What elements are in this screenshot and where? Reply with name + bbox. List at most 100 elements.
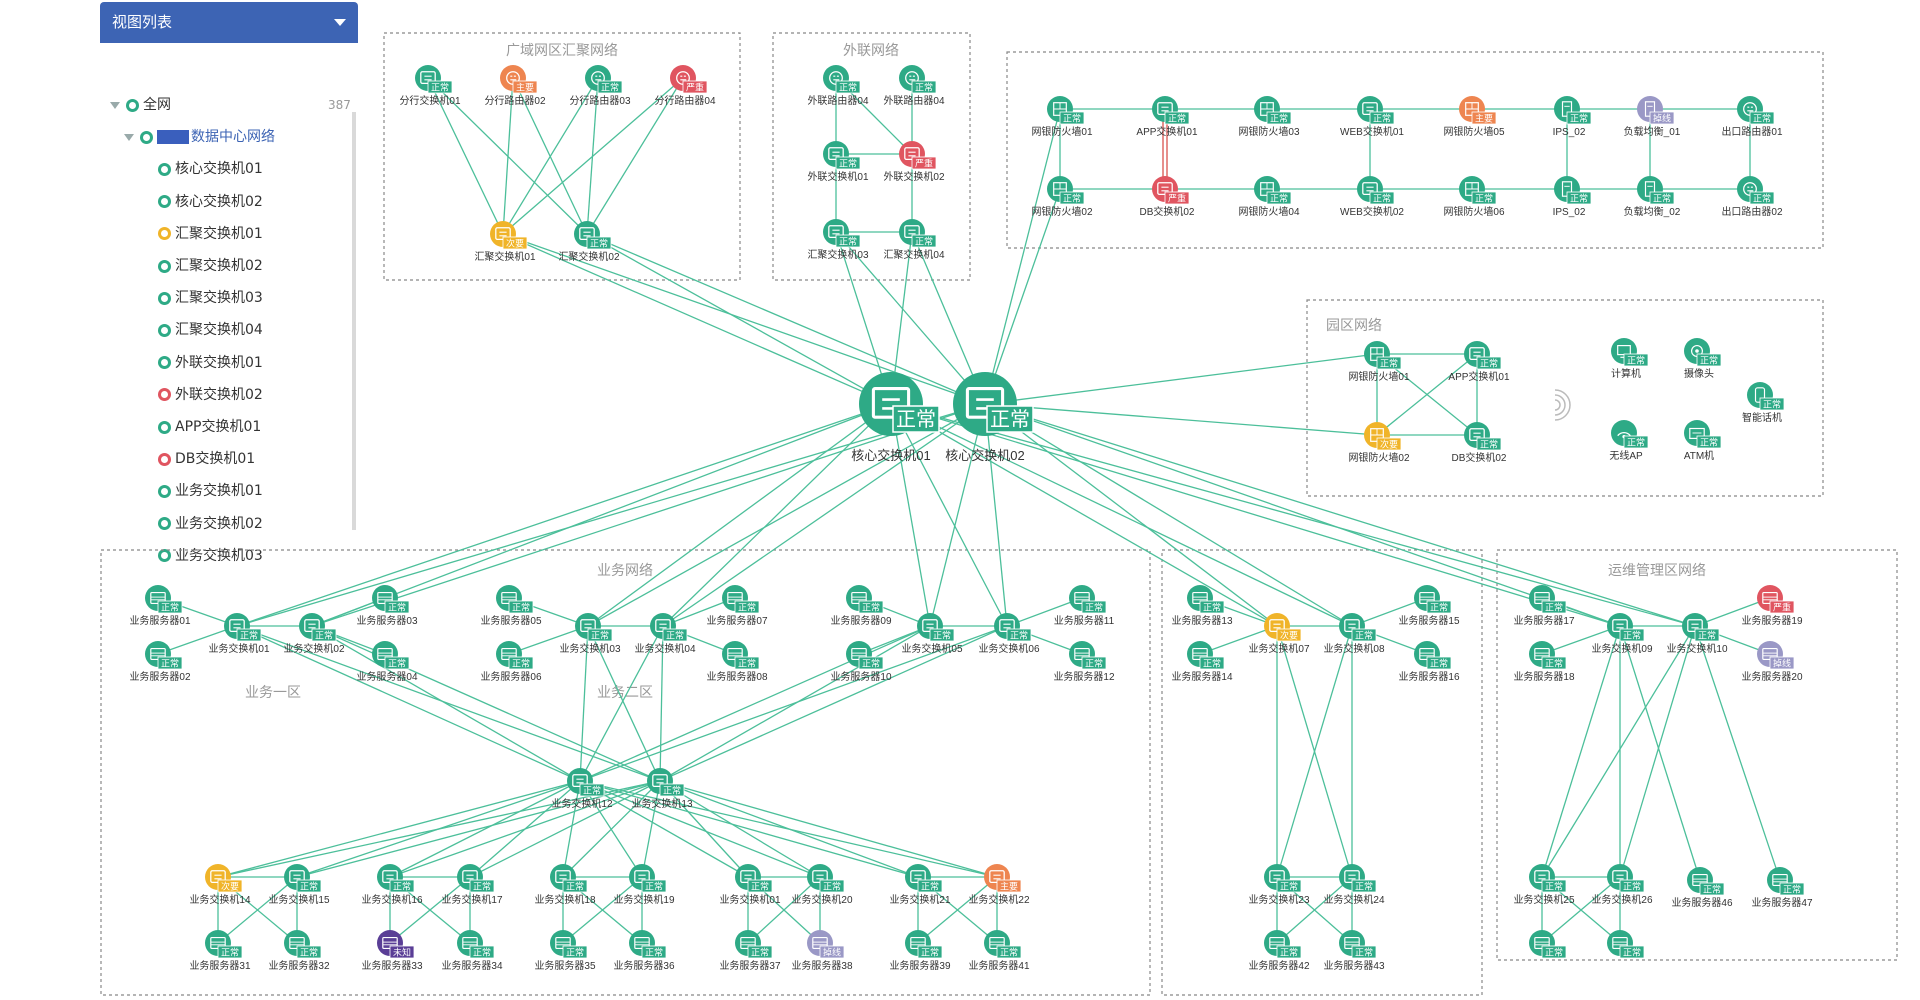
network-link[interactable] [469, 780, 661, 878]
network-link[interactable] [984, 188, 1061, 405]
network-link[interactable] [502, 233, 892, 405]
network-link[interactable] [1541, 625, 1696, 878]
network-link[interactable] [236, 625, 661, 782]
network-link[interactable] [389, 780, 581, 878]
network-link[interactable] [579, 625, 664, 782]
network-link[interactable] [1006, 597, 1083, 627]
tree-item[interactable]: 汇聚交换机04 [158, 314, 263, 346]
view-list-header[interactable]: 视图列表 [100, 2, 358, 43]
network-link[interactable] [579, 625, 931, 782]
network-link[interactable] [587, 403, 892, 627]
network-link[interactable] [1694, 597, 1771, 627]
network-link[interactable] [562, 876, 643, 944]
network-link[interactable] [579, 625, 1008, 782]
network-link[interactable] [562, 780, 661, 878]
network-link[interactable] [562, 780, 581, 878]
network-link[interactable] [157, 625, 238, 655]
network-link[interactable] [662, 403, 986, 627]
network-link[interactable] [1694, 625, 1781, 881]
network-link[interactable] [659, 780, 821, 878]
network-link[interactable] [586, 233, 892, 405]
network-link[interactable] [890, 403, 1008, 627]
tree-item[interactable]: APP交换机01 [158, 411, 261, 443]
network-link[interactable] [502, 77, 684, 235]
network-link[interactable] [984, 353, 1378, 405]
network-link[interactable] [217, 780, 581, 878]
network-link[interactable] [659, 625, 1008, 782]
network-link[interactable] [1199, 625, 1278, 655]
network-link[interactable] [1541, 876, 1621, 944]
expand-triangle-icon[interactable] [110, 101, 120, 109]
network-link[interactable] [929, 403, 986, 627]
network-link[interactable] [217, 780, 661, 878]
network-link[interactable] [984, 108, 1061, 405]
expand-triangle-icon[interactable] [124, 133, 134, 141]
network-link[interactable] [747, 876, 821, 944]
network-link[interactable] [659, 780, 998, 878]
network-link[interactable] [579, 780, 749, 878]
network-link[interactable] [984, 403, 1378, 436]
network-link[interactable] [502, 77, 514, 235]
network-link[interactable] [1276, 625, 1353, 878]
network-link[interactable] [1541, 625, 1621, 655]
device-node[interactable]: 正常 [1607, 930, 1645, 959]
network-link[interactable] [659, 625, 664, 782]
network-link[interactable] [311, 403, 892, 627]
network-link[interactable] [984, 403, 1008, 627]
network-link[interactable] [662, 403, 892, 627]
device-node[interactable]: 正常 [1529, 930, 1567, 959]
tree-item[interactable]: 汇聚交换机03 [158, 282, 263, 314]
tree-item[interactable]: 外联交换机02 [158, 379, 263, 411]
network-link[interactable] [835, 231, 986, 405]
network-link[interactable] [311, 625, 581, 782]
